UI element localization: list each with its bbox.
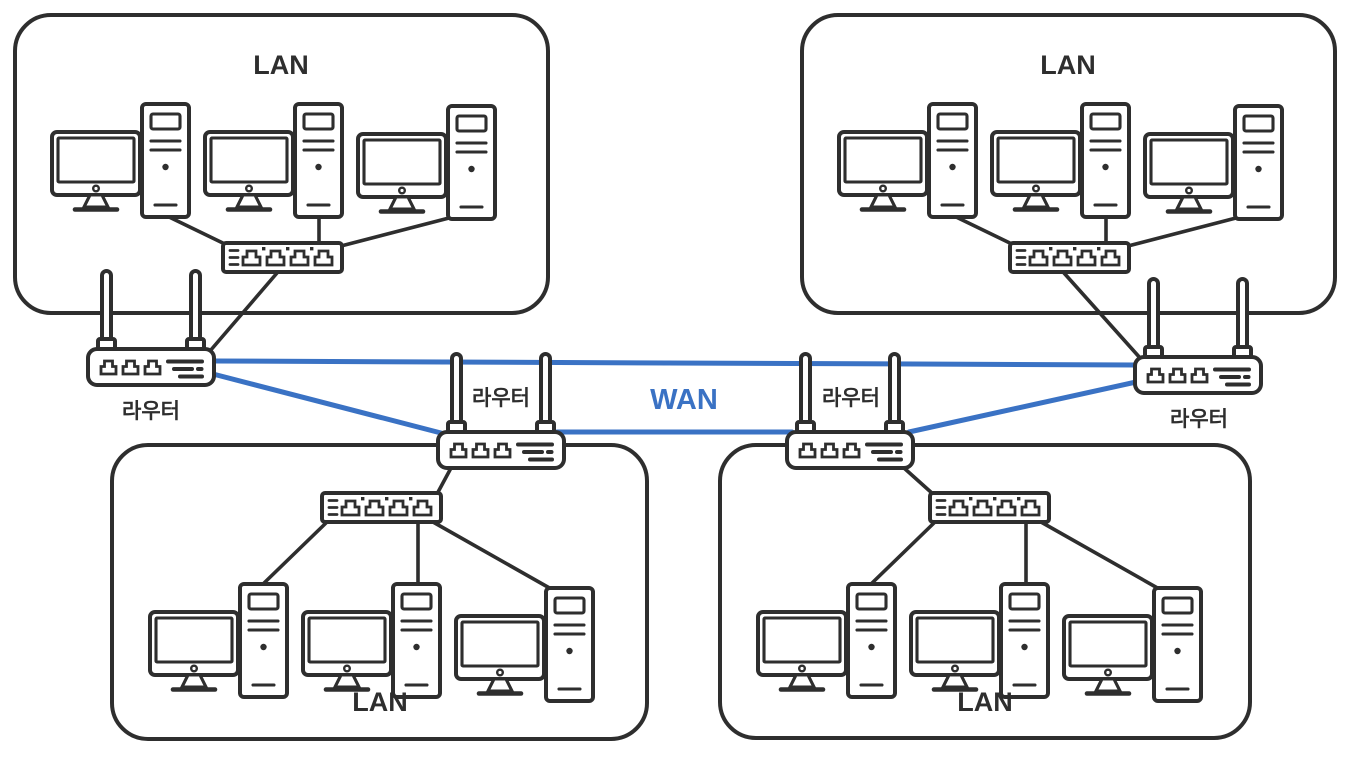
lan-bottom-left-cables — [260, 466, 555, 592]
lan-label-top-right: LAN — [1040, 50, 1096, 80]
switch-icon-bottom-left — [320, 491, 443, 524]
wan-links — [210, 358, 1139, 436]
lan-top-right-cables — [950, 213, 1238, 361]
lan-label-bottom-right: LAN — [957, 687, 1013, 717]
wan-link-left-middleleft — [210, 371, 444, 436]
router-label-middle-left: 라우터 — [472, 387, 530, 410]
wan-link-middleright-right — [906, 379, 1139, 435]
router-label-left: 라우터 — [122, 400, 180, 423]
router-label-middle-right: 라우터 — [822, 387, 880, 410]
lan-label-bottom-left: LAN — [352, 687, 408, 717]
lan-bottom-right-cables — [868, 466, 1163, 592]
router-icon-middle-right — [785, 352, 915, 470]
wan-link-left-right — [211, 358, 1139, 368]
router-icon-middle-left — [436, 352, 566, 470]
switch-icon-bottom-right — [928, 491, 1051, 524]
switch-icon-top-right — [1008, 241, 1131, 274]
lan-top-left-cables — [163, 213, 451, 353]
wan-label: WAN — [650, 384, 718, 416]
router-label-right: 라우터 — [1170, 408, 1228, 431]
lan-label-top-left: LAN — [253, 50, 309, 80]
switch-icon-top-left — [221, 241, 344, 274]
